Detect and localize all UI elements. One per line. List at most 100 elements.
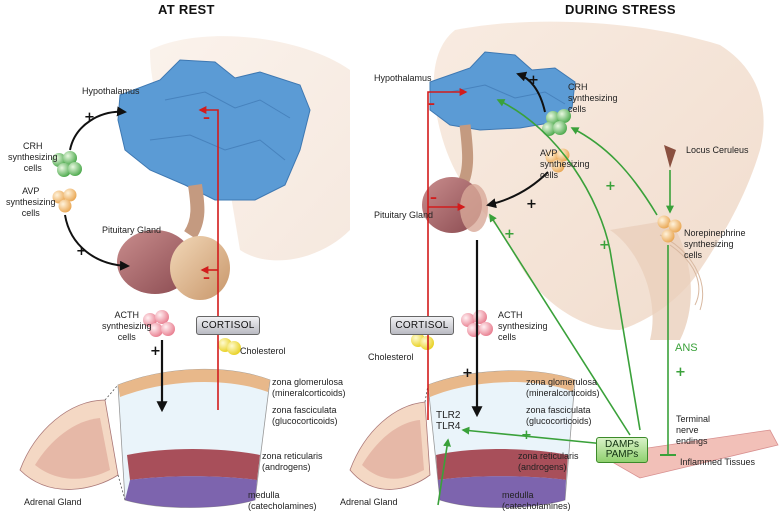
- stress-zona-glomerulosa-label: zona glomerulosa (mineralcorticoids): [526, 377, 600, 398]
- rest-panel-title: AT REST: [158, 2, 215, 17]
- stress-adrenal-label: Adrenal Gland: [340, 497, 398, 507]
- stress-panel-title: DURING STRESS: [565, 2, 676, 17]
- rest-zona-glomerulosa-label: zona glomerulosa (mineralcorticoids): [272, 377, 346, 398]
- stress-crh-plus-sign: +: [528, 73, 539, 88]
- rest-medulla-label: medulla (catecholamines): [248, 490, 317, 511]
- stress-cortisol-feedback-arrow: [427, 88, 468, 420]
- stress-pituitary-stalk: [456, 124, 474, 188]
- stress-damps-pamps-box: DAMPs PAMPs: [596, 437, 648, 463]
- stress-pamps-label: PAMPs: [605, 449, 639, 460]
- rest-hypothalamus-shape: [117, 59, 311, 201]
- stress-inflamed-tissue-shape: [598, 429, 779, 479]
- stress-zona-reticularis-band: [436, 449, 568, 480]
- rest-crh-cell: [68, 162, 82, 176]
- stress-norepinephrine-cell: [657, 215, 671, 229]
- stress-crh-cell: [553, 121, 567, 135]
- rest-crh-cells-label: CRH synthesizing cells: [8, 141, 58, 173]
- stress-adrenal-plus-sign: +: [521, 428, 532, 443]
- rest-cortisol-box: CORTISOL: [196, 316, 260, 335]
- stress-ans-plus-sign: +: [675, 365, 686, 380]
- rest-acth-cell: [161, 322, 175, 336]
- rest-hypothalamus-label: Hypothalamus: [82, 86, 140, 96]
- rest-pituitary-label: Pituitary Gland: [102, 225, 162, 235]
- stress-panel: [349, 21, 779, 508]
- rest-crh-cell: [57, 163, 71, 177]
- stress-zona-fasciculata-label: zona fasciculata (glucocorticoids): [526, 405, 592, 426]
- rest-crh-to-hypothalamus-arrow: [69, 106, 127, 151]
- stress-acth-cell: [479, 322, 493, 336]
- stress-locus-to-crh-arrow: [570, 127, 658, 216]
- rest-acth-cells-label: ACTH synthesizing cells: [102, 310, 152, 342]
- rest-pituitary-minus-sign: –: [203, 270, 210, 286]
- rest-hypothalamus-minus-sign: –: [203, 110, 210, 126]
- rest-zona-reticularis-label: zona reticularis (androgens): [262, 451, 323, 472]
- stress-avp-cells-label: AVP synthesizing cells: [540, 148, 590, 180]
- rest-zona-reticularis-band: [127, 449, 260, 480]
- stress-pituitary-label: Pituitary Gland: [374, 210, 434, 220]
- rest-acth-plus-sign: +: [150, 344, 161, 359]
- rest-hypothalamus-fold: [149, 91, 291, 161]
- rest-acth-cell: [149, 323, 163, 337]
- stress-crh-cell: [557, 109, 571, 123]
- rest-panel: [19, 36, 350, 508]
- stress-norepinephrine-cell: [668, 219, 682, 233]
- rest-zona-fasciculata-label: zona fasciculata (glucocorticoids): [272, 405, 338, 426]
- rest-crh-plus-sign: +: [84, 110, 95, 125]
- rest-zona-glomerulosa-band: [118, 369, 270, 397]
- stress-medulla-label: medulla (catecholamines): [502, 490, 571, 511]
- rest-pituitary-stalk: [183, 183, 205, 239]
- stress-damps-to-tlr-arrow: [437, 438, 451, 506]
- stress-locus-ceruleus-shape: [664, 145, 676, 168]
- stress-brainstem: [610, 220, 691, 340]
- rest-crh-cell: [63, 151, 77, 165]
- stress-zona-glomerulosa-band: [428, 370, 575, 397]
- stress-norepinephrine-label: Norepinephrine synthesizing cells: [684, 228, 746, 260]
- stress-crh-to-hypothalamus-arrow: [516, 71, 546, 113]
- stress-ans-label: ANS: [675, 342, 698, 354]
- stress-inflamed-tissue-label: Inflammed Tissues: [680, 457, 756, 467]
- stress-crh-cells-label: CRH synthesizing cells: [568, 82, 618, 114]
- stress-damps-label: DAMPs: [605, 439, 639, 450]
- stress-hypothalamus-fold: [449, 84, 566, 105]
- stress-cortisol-box: CORTISOL: [390, 316, 454, 335]
- stress-hypothalamus-label: Hypothalamus: [374, 73, 432, 83]
- stress-acth-cells-label: ACTH synthesizing cells: [498, 310, 548, 342]
- stress-pituitary-minus-sign: –: [430, 190, 437, 206]
- stress-acth-cell: [473, 310, 487, 324]
- rest-avp-cell: [58, 199, 72, 213]
- rest-acth-cell: [155, 310, 169, 324]
- rest-medulla-band: [125, 476, 257, 508]
- stress-damps-to-adrenal-arrow: [461, 426, 616, 446]
- stress-pituitary-posterior: [460, 184, 488, 232]
- stress-hypothalamus-plus-sign: +: [599, 238, 610, 253]
- rest-avp-plus-sign: +: [76, 244, 87, 259]
- stress-damps-to-pituitary-arrow: [489, 213, 631, 436]
- stress-cholesterol-molecule: [420, 336, 434, 350]
- stress-adrenal-zoom-line: [424, 384, 429, 403]
- stress-crh-cell: [542, 122, 556, 136]
- stress-locus-label: Locus Ceruleus: [686, 145, 749, 155]
- rest-avp-to-pituitary-arrow: [64, 214, 130, 271]
- stress-acth-plus-sign: +: [462, 366, 473, 381]
- stress-cholesterol-label: Cholesterol: [368, 352, 414, 362]
- stress-pituitary-plus-sign: +: [504, 227, 515, 242]
- stress-hypothalamus-minus-sign: –: [428, 96, 435, 112]
- stress-adrenal-inner: [362, 420, 424, 479]
- stress-avp-plus-sign: +: [526, 197, 537, 212]
- stress-tlr4-label: TLR4: [436, 421, 461, 432]
- stress-norepinephrine-cell: [661, 229, 675, 243]
- stress-medulla-band: [438, 476, 566, 508]
- stress-avp-to-pituitary-arrow: [486, 171, 549, 209]
- rest-adrenal-zoom-line: [117, 474, 126, 501]
- stress-tlr2-label: TLR2: [436, 410, 461, 421]
- stress-avp-cell: [551, 159, 565, 173]
- stress-damps-to-hypothalamus-arrow: [496, 99, 641, 431]
- stress-terminal-nerve-label: Terminal nerve endings: [676, 414, 711, 446]
- stress-zona-reticularis-label: zona reticularis (androgens): [518, 451, 579, 472]
- rest-avp-cells-label: AVP synthesizing cells: [6, 186, 56, 218]
- rest-avp-cell: [63, 188, 77, 202]
- rest-cholesterol-molecule: [227, 341, 241, 355]
- stress-hypothalamus-shape: [429, 51, 576, 131]
